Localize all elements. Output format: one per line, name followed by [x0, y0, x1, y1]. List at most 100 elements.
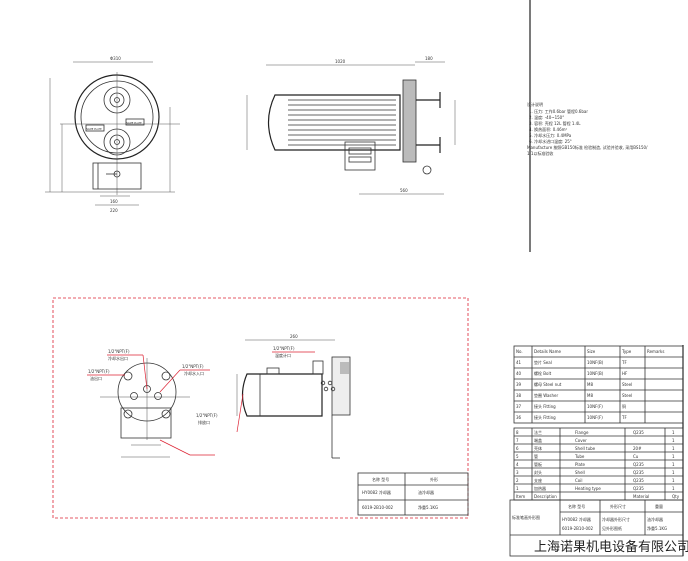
- cell: 净重5.1KG: [647, 525, 667, 531]
- table-cell: 3: [516, 470, 519, 475]
- table-cell: Q235: [633, 486, 644, 491]
- table-cell: 1: [516, 486, 519, 491]
- table-cell: 38: [516, 393, 522, 398]
- port-desc: 冷却水入口: [184, 370, 204, 376]
- table-cell: 支座: [534, 477, 542, 483]
- table-cell: 封头: [534, 469, 542, 475]
- cell: 重量: [655, 503, 663, 509]
- table-cell: 6: [516, 446, 519, 451]
- table-cell: 10NF(B): [587, 360, 604, 365]
- cell: 名称 型号: [372, 476, 389, 482]
- table-cell: Q235: [633, 470, 644, 475]
- cell: 6019-2B10-002: [562, 526, 594, 531]
- small-side-view: 260 1/2"NPT(F) 温度计口 1/2"NPT(F) 排放口: [196, 334, 351, 459]
- dimension-label: 220: [110, 208, 118, 213]
- port-label: 1/2"NPT(F): [108, 349, 130, 354]
- table-cell: M8: [587, 393, 593, 398]
- table-cell: 10NF(F): [587, 415, 603, 420]
- note-line: 5. 冷却水压力: 0.4MPa: [529, 132, 572, 138]
- table-header: Details Name: [534, 349, 561, 354]
- table-cell: 1: [672, 454, 675, 459]
- cell: 6019-2B10-002: [362, 505, 394, 510]
- note-line: 1. 压力: 工作0.6bar 管程0.6bar: [529, 108, 588, 114]
- cell: 冷却器外形尺寸: [602, 516, 630, 522]
- cell: 外形: [430, 476, 438, 482]
- table-header: Remarks: [647, 349, 664, 354]
- table-cell: 1: [672, 470, 675, 475]
- cell: 油冷却器: [647, 516, 663, 522]
- table-cell: 20#: [633, 446, 642, 451]
- port-label: 1/2"NPT(F): [182, 364, 204, 369]
- table-cell: Steel: [622, 393, 632, 398]
- table-cell: 法兰: [534, 429, 542, 435]
- table-cell: 39: [516, 382, 522, 387]
- table-cell: 铜: [622, 403, 626, 409]
- table-header: Type: [621, 349, 632, 354]
- dimension-label: 1020: [335, 59, 346, 64]
- table-cell: 加热器: [534, 485, 546, 491]
- cell: 外形尺寸: [610, 503, 626, 509]
- table-cell: Q235: [633, 462, 644, 467]
- table-cell: M8: [587, 382, 593, 387]
- cell: 净重5.1KG: [418, 504, 438, 510]
- note-line: 2. 温度: -40~150°: [529, 114, 564, 120]
- table-cell: 1: [672, 446, 675, 451]
- note-line: 3. 容积: 壳程 12L 管程 1.4L: [529, 120, 581, 126]
- table-cell: 管板: [534, 461, 542, 467]
- table-cell: Q235: [633, 430, 644, 435]
- table-cell: 10NF(F): [587, 404, 603, 409]
- table-cell: TF: [621, 415, 627, 420]
- table-cell: Plate: [575, 462, 586, 467]
- table-cell: 41: [516, 360, 522, 365]
- table-cell: Item: [516, 494, 525, 499]
- table-cell: Material: [633, 494, 649, 499]
- table-cell: Shell: [575, 470, 585, 475]
- table-cell: HF: [622, 371, 628, 376]
- port-label: 1/2"NPT(F): [273, 346, 295, 351]
- table-cell: 壳体: [534, 445, 542, 451]
- note-line: Manufacture 按照GB150标准 检验制造, 试验并验收, 采用BS1…: [527, 144, 648, 150]
- table-cell: TF: [621, 360, 627, 365]
- notes-title: 设计说明: [527, 101, 543, 107]
- table-cell: 接头 Fitting: [534, 403, 556, 409]
- cell: 名称 型号: [568, 503, 585, 509]
- table-cell: Qty: [672, 494, 680, 499]
- dimension-label: 160: [110, 199, 118, 204]
- dimension-label: 180: [425, 56, 433, 61]
- table-cell: 10NF(B): [587, 371, 604, 376]
- table-cell: 5: [516, 454, 519, 459]
- dimension-label: 260: [290, 334, 298, 339]
- cell: HY0082 冷却器: [562, 516, 591, 522]
- nameplate-label: NAME PLATE: [126, 121, 142, 125]
- cell: HY0082 冷却器: [362, 489, 391, 495]
- port-label: 1/2"NPT(F): [88, 369, 110, 374]
- table-cell: Cover: [575, 438, 587, 443]
- table-cell: 36: [516, 415, 522, 420]
- highlight-box: [52, 297, 469, 519]
- table-cell: 37: [516, 404, 522, 409]
- port-desc: 温度计口: [275, 352, 291, 358]
- table-cell: 垫圈 Washer: [534, 392, 559, 398]
- table-cell: 螺栓 Bolt: [534, 370, 552, 376]
- table-cell: Heating type: [575, 486, 601, 491]
- table-cell: 40: [516, 371, 522, 376]
- front-view: Φ310 160 220 NAME PLATE NAME PLATE: [45, 56, 180, 213]
- table-cell: 1: [672, 486, 675, 491]
- nameplate-label: NAME PLATE: [86, 127, 102, 131]
- table-cell: 垫片 Seal: [534, 359, 552, 365]
- table-cell: Q235: [633, 478, 644, 483]
- table-cell: Tube: [574, 454, 585, 459]
- title-block: 标准笔画外形图 名称 型号 外形尺寸 重量 HY0082 冷却器 冷却器外形尺寸…: [509, 499, 688, 557]
- table-cell: 2: [516, 478, 519, 483]
- small-title-block: 名称 型号 外形 HY0082 冷却器 油冷却器 6019-2B10-002 净…: [357, 472, 469, 516]
- table-cell: 管: [534, 453, 538, 459]
- table-cell: Description: [534, 494, 557, 499]
- drawing-name: 标准笔画外形图: [512, 514, 540, 520]
- table-cell: 7: [516, 438, 519, 443]
- table-cell: 8: [516, 430, 519, 435]
- table-cell: 端盖: [534, 437, 542, 443]
